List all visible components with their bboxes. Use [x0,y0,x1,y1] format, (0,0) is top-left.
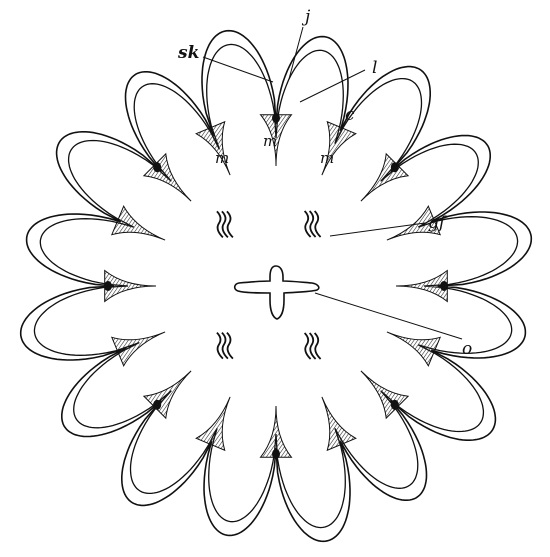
sense-organ [440,281,448,291]
sense-organ [272,113,280,123]
label-m-center: m [263,132,277,150]
sense-organ [153,162,161,172]
sense-organ [391,400,399,410]
label-sk: sk [177,43,199,63]
label-l: l [372,58,377,78]
label-c: c [345,105,355,125]
label-m-left: m [215,149,229,167]
sense-organ [272,449,280,459]
sense-organ [104,281,112,291]
label-m-right: m [320,149,334,167]
sense-organ [391,162,399,172]
label-j: j [301,7,311,27]
label-o: o [462,339,472,359]
label-gf: gf [428,213,448,233]
sense-organ [153,400,161,410]
